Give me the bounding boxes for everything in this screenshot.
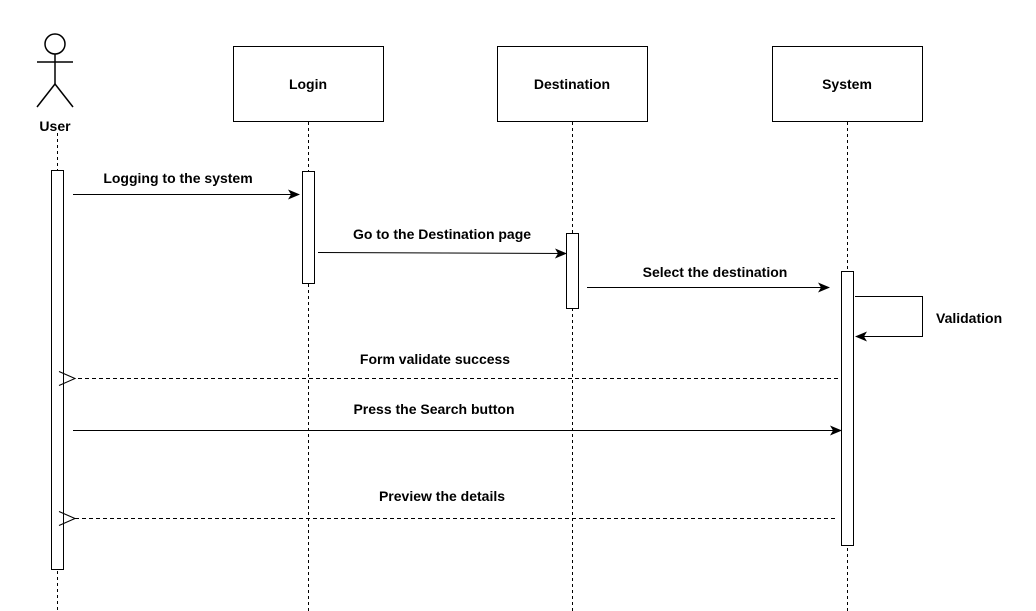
message-arrow	[855, 296, 923, 342]
message-label: Form validate success	[360, 351, 510, 367]
participant-label-destination: Destination	[534, 76, 610, 92]
message-go-to-destination: Go to the Destination page	[317, 226, 567, 259]
message-form-validate-success: Form validate success	[75, 351, 838, 379]
activation-bar-login	[302, 171, 315, 284]
participant-box-system	[772, 46, 923, 122]
message-select-destination: Select the destination	[587, 264, 830, 293]
participant-destination: Destination	[497, 46, 648, 122]
message-label: Preview the details	[379, 488, 505, 504]
message-label: Go to the Destination page	[353, 226, 531, 242]
message-label: Press the Search button	[353, 401, 514, 417]
participant-box-destination	[497, 46, 648, 122]
activation-bar-system	[841, 271, 854, 546]
message-label: Validation	[936, 310, 1002, 326]
participant-label-user: User	[39, 118, 71, 134]
message-validation-self: Validation	[855, 296, 1002, 342]
message-press-search: Press the Search button	[73, 401, 842, 436]
actor-icon	[36, 33, 74, 108]
message-arrow	[317, 248, 567, 259]
participant-label-login: Login	[289, 76, 327, 92]
participant-system: System	[772, 46, 923, 122]
message-preview-details: Preview the details	[75, 488, 835, 519]
participant-login: Login	[233, 46, 384, 122]
participant-box-login	[233, 46, 384, 122]
activation-bar-destination	[566, 233, 579, 309]
message-label: Logging to the system	[103, 170, 252, 186]
message-label: Select the destination	[643, 264, 788, 280]
participant-user: User	[36, 33, 74, 134]
participant-label-system: System	[822, 76, 872, 92]
message-logging-to-system: Logging to the system	[73, 170, 300, 200]
activation-bar-user	[51, 170, 64, 570]
